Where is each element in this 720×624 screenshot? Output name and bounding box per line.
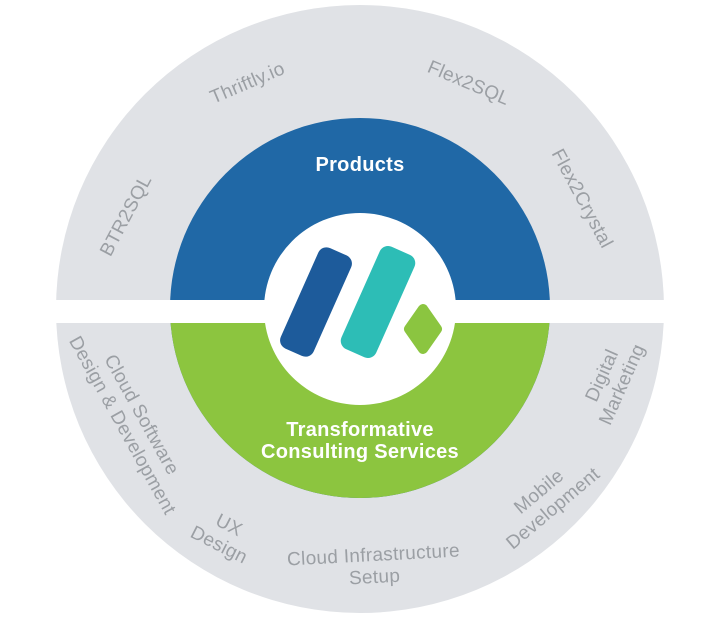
mertech-logo-icon [280, 245, 442, 359]
logo-teal-bar-icon [340, 245, 416, 359]
services-label-line2: Consulting Services [261, 441, 459, 463]
svg-text:Setup: Setup [349, 566, 401, 590]
logo-green-diamond-icon [404, 304, 442, 354]
products-label: Products [315, 154, 404, 176]
services-label-line1: Transformative [286, 419, 434, 441]
logo-blue-bar-icon [280, 247, 352, 357]
